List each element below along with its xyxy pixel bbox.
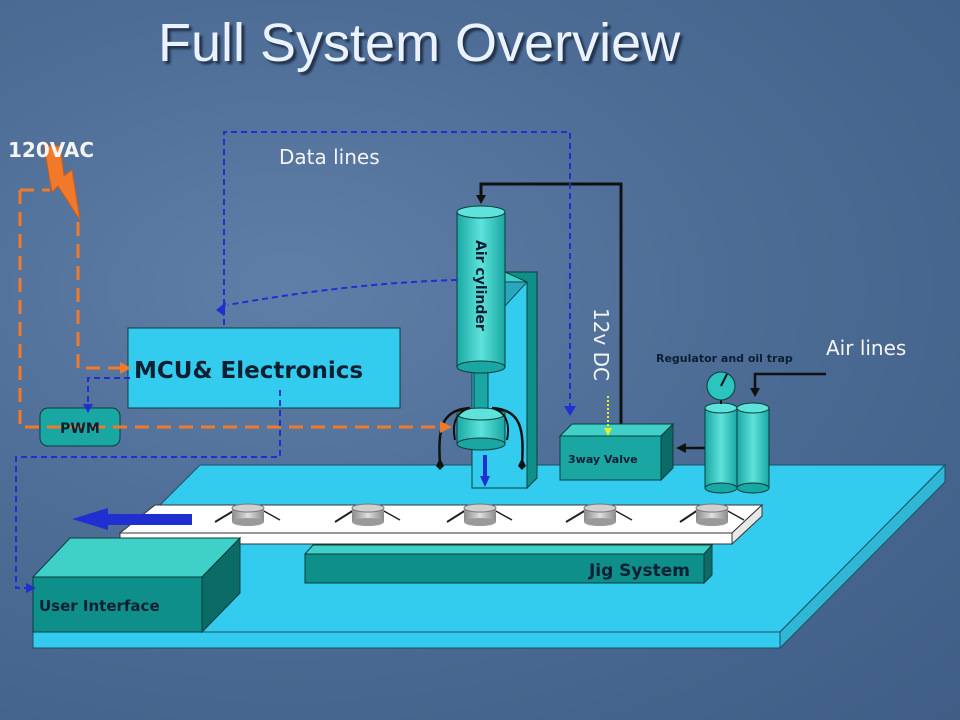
belt-discs xyxy=(214,503,745,526)
belt-disc xyxy=(679,503,745,526)
belt-disc xyxy=(446,503,513,526)
slide-title: Full System Overview xyxy=(158,13,681,73)
jig-label: Jig System xyxy=(588,561,690,581)
user-interface-box xyxy=(31,536,242,634)
data-lines xyxy=(15,131,571,589)
three-way-valve-box xyxy=(558,422,675,482)
belt-disc xyxy=(334,503,401,526)
regulator-label: Regulator and oil trap xyxy=(656,352,793,365)
data-lines-label: Data lines xyxy=(279,145,380,169)
dc-label: 12v DC xyxy=(589,308,613,381)
ui-label: User Interface xyxy=(39,597,160,615)
lightning-bolt-icon xyxy=(43,145,81,221)
data-arrow-icon xyxy=(216,302,226,316)
air-cylinder-label: Air cylinder xyxy=(472,240,488,331)
valve-label: 3way Valve xyxy=(568,453,638,466)
power-arrow-icon xyxy=(440,421,452,433)
belt-disc xyxy=(565,503,633,526)
data-arrow-icon xyxy=(564,406,576,416)
data-arrow-icon xyxy=(83,404,93,413)
pwm-label: PWM xyxy=(60,421,100,437)
data-arrow-icon xyxy=(26,583,36,593)
air-lines-label: Air lines xyxy=(826,336,906,360)
mcu-box xyxy=(127,327,401,409)
jig-system-box xyxy=(303,543,714,585)
power-lines xyxy=(18,188,442,429)
air-line-to-cylinder xyxy=(479,182,623,427)
regulator-oil-trap xyxy=(704,371,770,494)
power-arrow-icon xyxy=(120,362,131,374)
output-arrow-icon xyxy=(72,508,192,530)
mcu-label: MCU& Electronics xyxy=(134,358,363,384)
air-supply-line xyxy=(753,372,826,392)
belt-disc xyxy=(214,503,281,526)
air-cylinder xyxy=(436,205,526,487)
power-label: 120VAC xyxy=(8,138,94,162)
